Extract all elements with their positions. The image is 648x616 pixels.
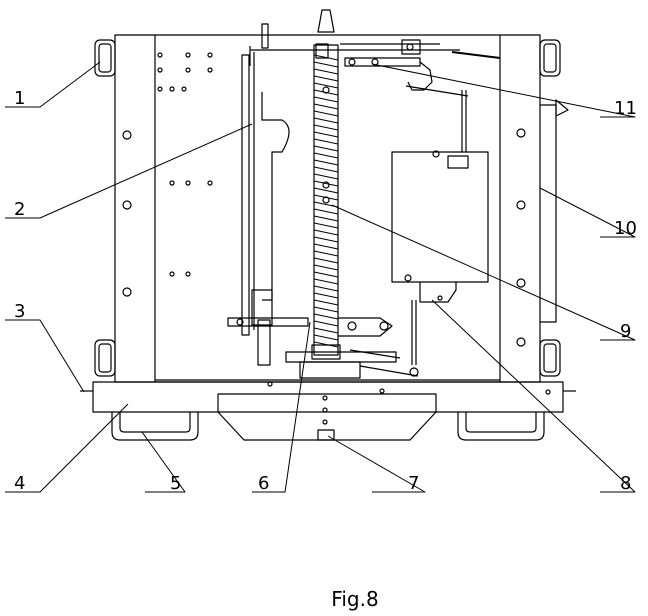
top-linkage xyxy=(249,23,501,97)
side-bracket xyxy=(540,99,569,323)
label-2: 2 xyxy=(14,199,25,220)
label-6: 6 xyxy=(258,473,269,494)
roller-bottom-left xyxy=(94,339,116,377)
label-4: 4 xyxy=(14,473,25,494)
roller-top-right xyxy=(539,39,561,77)
roller-bottom-right xyxy=(539,339,561,377)
right-plate-holes xyxy=(516,128,526,347)
center-bracket xyxy=(217,393,437,441)
actuator-box xyxy=(391,90,489,365)
label-9: 9 xyxy=(620,321,631,342)
label-1: 1 xyxy=(14,88,25,109)
handle-right xyxy=(457,412,545,441)
label-8: 8 xyxy=(620,473,631,494)
figure-caption: Fig.8 xyxy=(331,587,378,611)
closing-spring xyxy=(311,9,341,360)
handle-left xyxy=(111,412,199,441)
left-plate-holes xyxy=(122,52,213,297)
roller-top-left xyxy=(94,39,116,77)
label-11: 11 xyxy=(614,98,637,119)
label-5: 5 xyxy=(170,473,181,494)
base-chassis xyxy=(80,381,576,413)
reference-numbers: 1 2 3 4 5 6 7 8 9 10 11 xyxy=(14,88,637,494)
vertical-rod xyxy=(241,52,290,366)
label-10: 10 xyxy=(614,218,637,239)
label-7: 7 xyxy=(408,473,419,494)
lower-linkage xyxy=(227,317,419,379)
leader-lines xyxy=(5,61,636,493)
label-3: 3 xyxy=(14,301,25,322)
